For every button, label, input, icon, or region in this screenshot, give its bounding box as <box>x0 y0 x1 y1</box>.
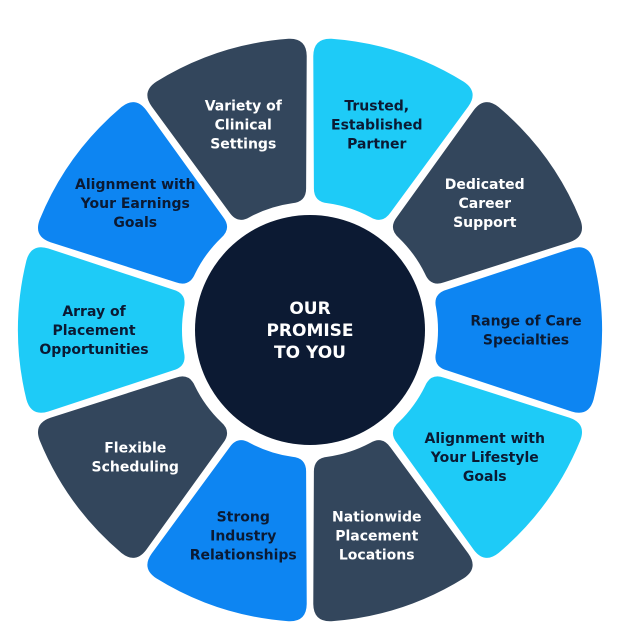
segment-label-line: Goals <box>113 215 157 231</box>
segment-label-line: Relationships <box>190 547 297 563</box>
segment-label-line: Opportunities <box>39 342 148 358</box>
segment-label-line: Your Earnings <box>80 196 190 212</box>
segment-alignment-lifestyle-goals <box>392 376 583 558</box>
segment-label-line: Industry <box>210 528 276 544</box>
segment-label-line: Goals <box>463 469 507 485</box>
segment-label-line: Dedicated <box>445 177 525 193</box>
segment-variety-of-clinical-settings <box>147 38 307 220</box>
segment-label-line: Strong <box>217 509 270 525</box>
segment-label-line: Range of Care <box>470 314 581 330</box>
segment-alignment-earnings-goals <box>37 102 228 284</box>
segment-label-line: Partner <box>347 137 406 153</box>
segment-label-line: Scheduling <box>92 459 179 475</box>
segment-label-line: Trusted, <box>344 99 409 115</box>
segment-label-line: Array of <box>62 304 126 320</box>
segment-label-line: Alignment with <box>425 431 545 447</box>
center-label-line: PROMISE <box>266 321 353 341</box>
segment-label-line: Career <box>458 196 511 212</box>
segment-range-of-care-specialties <box>435 247 602 413</box>
segment-label-line: Clinical <box>215 118 272 134</box>
center-circle <box>195 215 425 445</box>
segment-label-line: Nationwide <box>332 509 422 525</box>
segment-array-of-placement-opportunities <box>18 247 185 413</box>
segment-strong-industry-relationships <box>147 440 307 622</box>
segment-dedicated-career-support <box>392 102 583 284</box>
segment-label-line: Locations <box>339 547 415 563</box>
segment-trusted-established-partner <box>313 38 473 220</box>
segment-label-line: Specialties <box>483 333 569 349</box>
segment-flexible-scheduling <box>37 376 228 558</box>
segment-label-line: Placement <box>52 323 135 339</box>
segment-label-line: Variety of <box>205 99 283 115</box>
segment-label-line: Flexible <box>104 440 166 456</box>
wheel-segments <box>18 38 602 622</box>
segment-label-line: Established <box>331 118 422 134</box>
center-label-line: OUR <box>289 299 330 319</box>
center-label-line: TO YOU <box>274 343 346 363</box>
segment-label-line: Alignment with <box>75 177 195 193</box>
segment-nationwide-placement-locations <box>313 440 473 622</box>
segment-label-line: Your Lifestyle <box>430 450 539 466</box>
segment-label-line: Settings <box>210 137 276 153</box>
segment-label-line: Support <box>453 215 517 231</box>
segment-label-line: Placement <box>335 528 418 544</box>
